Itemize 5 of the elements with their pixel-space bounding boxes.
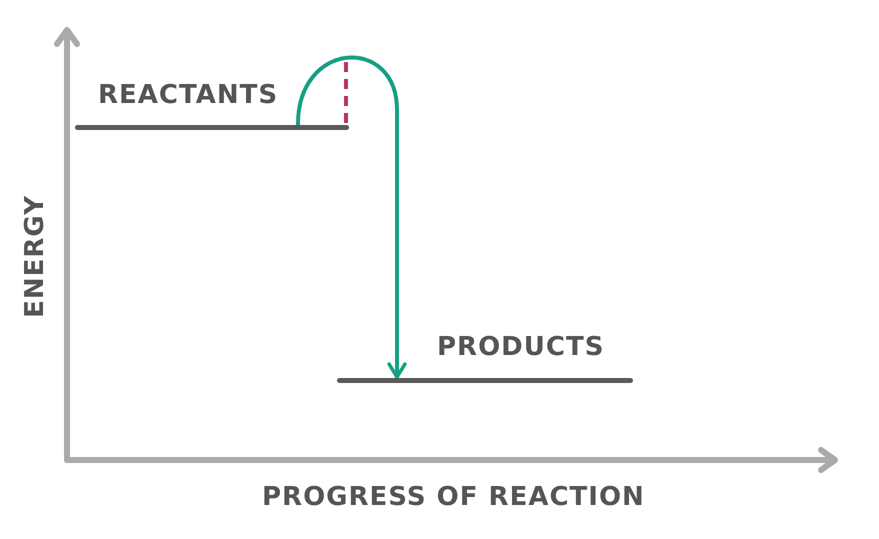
axis-label: ENERGY bbox=[20, 195, 50, 318]
level-label: PRODUCTS bbox=[437, 332, 606, 362]
axis-label: PROGRESS OF REACTION bbox=[262, 482, 645, 512]
reaction-arrow bbox=[296, 56, 407, 379]
level-label: REACTANTS bbox=[98, 80, 280, 110]
